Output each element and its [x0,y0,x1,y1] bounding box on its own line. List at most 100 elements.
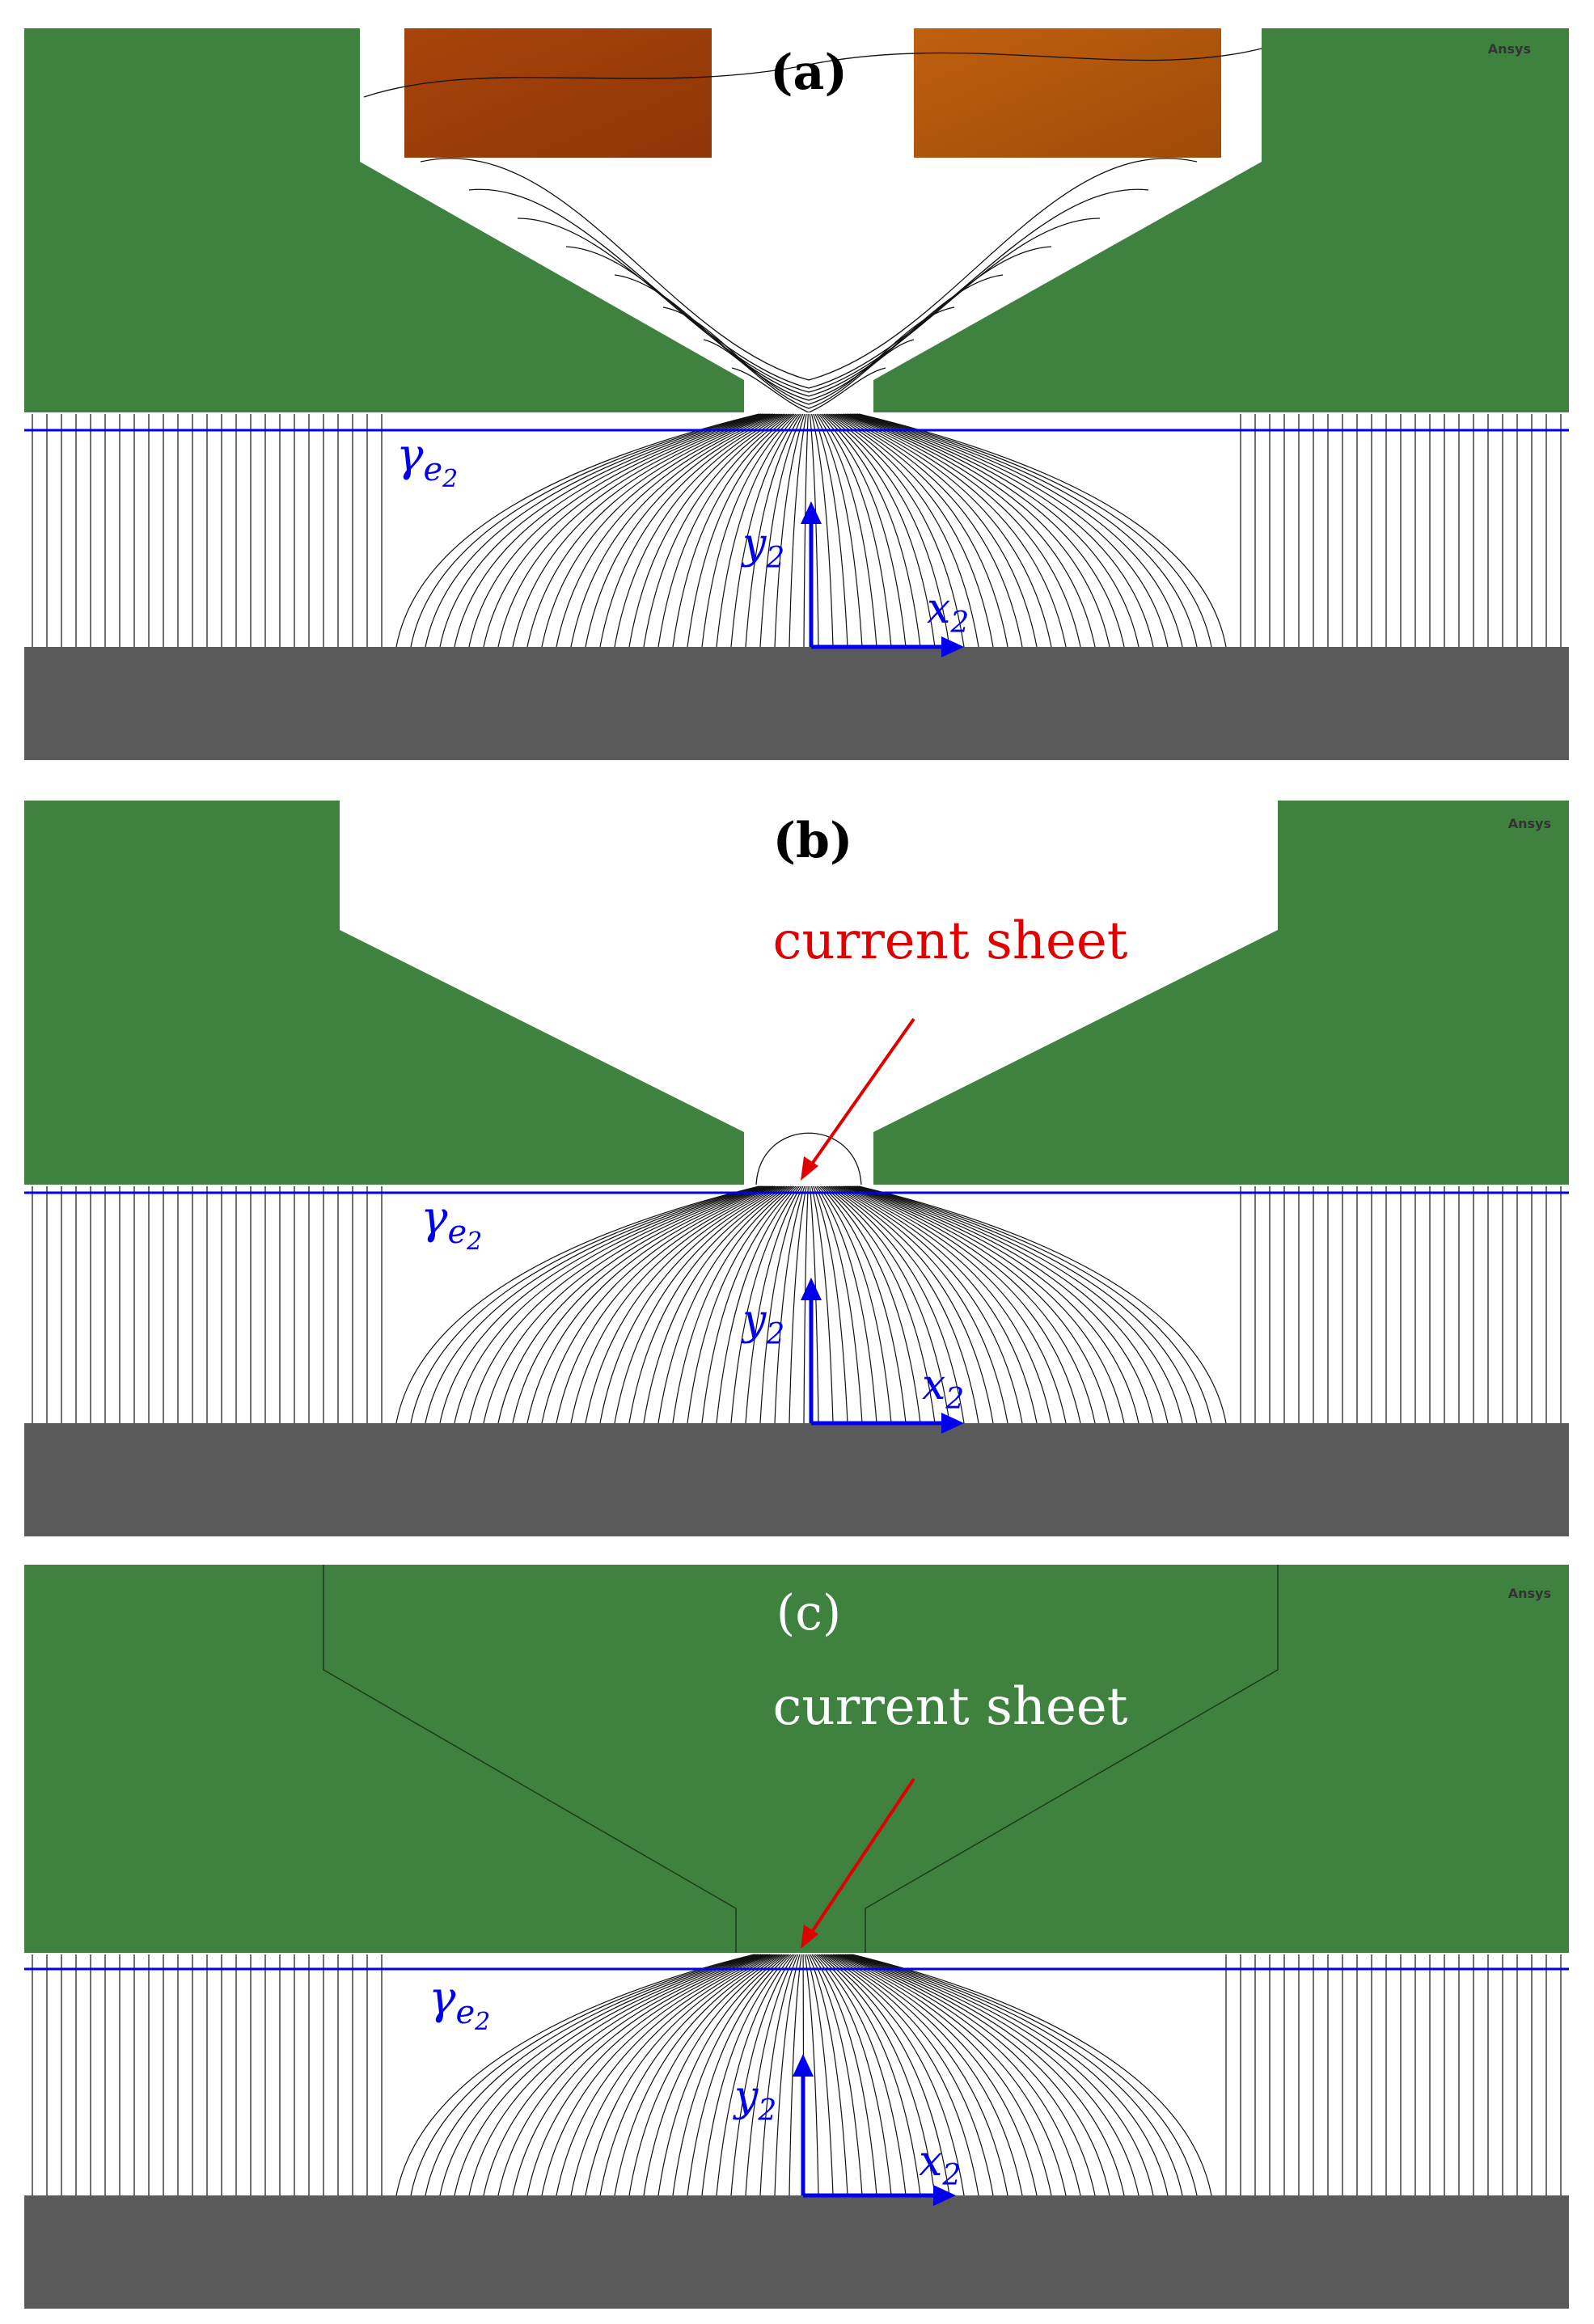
field-line [716,413,798,648]
field-line [599,1954,780,2196]
field-line [834,1954,1067,2196]
field-line [846,1185,1125,1424]
field-line [835,1954,1081,2196]
field-line [843,1954,1139,2196]
pole-piece [24,801,1569,1185]
field-line [628,1185,788,1424]
field-line [556,1954,774,2196]
field-line [483,1954,765,2196]
field-line [570,1185,780,1424]
field-line [852,413,1169,648]
field-line [789,1185,807,1424]
field-line [745,1185,802,1424]
current-sheet-label: current sheet [773,911,1128,971]
field-line [827,1185,965,1424]
field-line [687,413,795,648]
field-line [497,1954,767,2196]
field-line [841,1185,1081,1424]
air-region [24,1185,1569,1423]
field-line [585,413,783,648]
field-line [817,1954,921,2196]
field-line [838,1954,1096,2196]
field-line [454,1954,762,2196]
field-line [439,1185,765,1424]
field-line [834,413,1023,648]
field-line [395,1954,755,2196]
field-line [825,1185,950,1424]
field-line [848,413,1139,648]
field-line [848,1954,1183,2196]
field-line [814,1185,863,1424]
field-line [852,1954,1212,2196]
field-line [789,1954,802,2196]
field-line [855,413,1198,648]
field-line [832,1185,1008,1424]
field-line [811,1954,877,2196]
field-line [827,1954,1008,2196]
field-line [819,1185,907,1424]
field-line [570,413,780,648]
field-line [745,413,802,648]
field-line [829,1954,1023,2196]
field-line [672,1185,793,1424]
panel-c-figure: (c) Ansys current sheet γe2 y2 x2 [24,1565,1569,2309]
field-line [643,1185,789,1424]
axes [801,1278,964,1434]
field-line [818,413,892,648]
field-line [844,1185,1110,1424]
field-line [825,1954,994,2196]
field-line [822,413,921,648]
field-line [855,1185,1198,1424]
panel-b-figure: (b) Ansys current sheet γe2 y2 x2 [24,801,1569,1536]
field-line [832,413,1008,648]
field-line [410,413,762,648]
field-line [628,413,788,648]
field-line [454,413,767,648]
coil-left [404,28,712,158]
base-plate [24,647,1569,760]
field-line [526,1185,776,1424]
field-line [687,1954,790,2196]
field-line [850,1954,1198,2196]
axes [793,2054,956,2206]
field-line [816,413,877,648]
field-line [858,413,1227,648]
field-line [837,413,1052,648]
x-axis-label: x2 [922,1361,964,1416]
field-line [811,413,834,648]
field-line [822,1954,965,2196]
field-line [570,1954,776,2196]
field-line [832,1954,1052,2196]
field-line [585,1185,783,1424]
field-line [483,413,770,648]
panel-a-figure: (a) Ansys γe2 y2 x2 [24,28,1569,760]
field-line [439,413,765,648]
boundary-label: γe2 [421,1192,482,1256]
field-line [823,1954,979,2196]
field-line [828,413,979,648]
field-line [556,1185,779,1424]
field-line [672,413,793,648]
brand-label: Ansys [1508,816,1551,831]
pole-piece [24,28,1569,412]
field-line [834,1185,1023,1424]
axes [801,501,964,657]
coil-right [914,28,1221,158]
y-axis-label: y2 [733,2073,776,2128]
field-line [395,413,759,648]
field-line [541,1185,777,1424]
field-line [849,1185,1154,1424]
field-line [512,413,774,648]
base-plate [24,2195,1569,2309]
current-sheet-arrow [801,1777,915,1949]
field-line [745,1954,797,2196]
field-line [818,1185,892,1424]
field-line [841,1954,1125,2196]
boundary-label: γe2 [396,429,458,493]
field-line [497,413,772,648]
field-line [814,1954,907,2196]
field-line [822,1185,921,1424]
field-line [468,1185,768,1424]
field-line [853,1185,1183,1424]
panel-a: (a) Ansys γe2 y2 x2 [0,0,1594,776]
